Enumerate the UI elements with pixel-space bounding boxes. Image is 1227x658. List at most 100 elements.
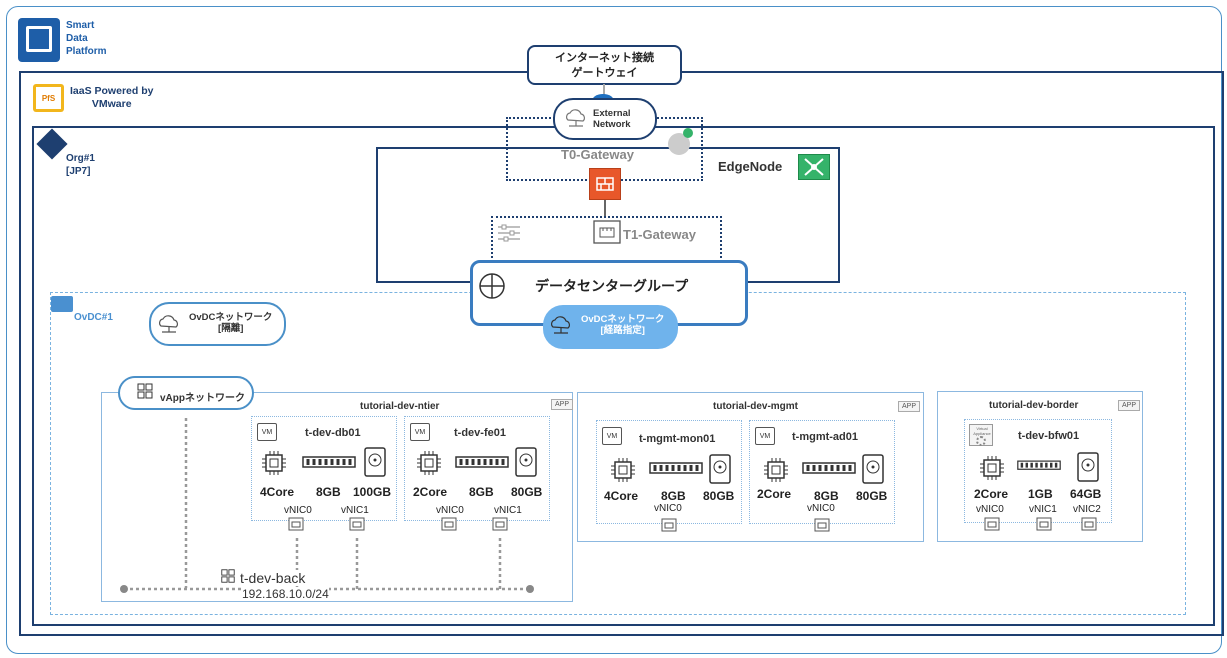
vapp-network-label: vAppネットワーク — [160, 393, 245, 404]
nic-label: vNIC0 — [976, 504, 1004, 515]
nic-port-icon — [661, 518, 677, 532]
vm-t-mgmt-mon01: VM t-mgmt-mon01 4Core 8GB 80GB vNIC0 — [596, 420, 742, 524]
disk-icon — [1077, 452, 1099, 482]
memory-spec: 8GB — [316, 485, 341, 499]
vm-icon: VM — [602, 427, 622, 445]
disk-spec: 100GB — [353, 485, 392, 499]
nic-port-icon — [984, 517, 1000, 531]
t0-t1-link — [604, 200, 606, 218]
app-badge: APP — [551, 399, 574, 410]
memory-spec: 8GB — [661, 489, 686, 503]
memory-icon — [302, 456, 356, 468]
network-cloud-icon — [566, 109, 585, 127]
cpu-icon — [611, 458, 635, 482]
vapp-title: tutorial-dev-border — [989, 400, 1079, 411]
t1-switch-icon — [498, 224, 520, 242]
ovdc-network-routed: OvDCネットワーク[経路指定] — [543, 305, 678, 349]
vm-icon: VM — [410, 423, 430, 441]
app-badge: APP — [898, 401, 921, 412]
vm-name: t-mgmt-ad01 — [792, 431, 859, 443]
memory-icon — [649, 462, 703, 474]
t1-router-icon — [593, 220, 621, 244]
edge-node-icon — [798, 154, 830, 180]
datacenter-group-icon — [479, 273, 505, 299]
gateway-connector — [603, 84, 605, 96]
nic-port-icon — [349, 517, 365, 531]
vm-icon: VM — [257, 423, 277, 441]
cpu-spec: 4Core — [604, 489, 639, 503]
vm-name: t-dev-fe01 — [454, 427, 506, 439]
vm-name: t-dev-db01 — [305, 427, 361, 439]
vapp-network-icon — [137, 383, 153, 399]
vm-t-dev-db01: VM t-dev-db01 4Core 8GB 100GB vNIC0 vNIC… — [251, 416, 397, 521]
nic-label: vNIC0 — [654, 503, 682, 514]
nic-label: vNIC1 — [494, 505, 522, 516]
disk-spec: 80GB — [703, 489, 735, 503]
nic-port-icon — [1081, 517, 1097, 531]
nic-port-icon — [814, 518, 830, 532]
disk-icon — [709, 454, 731, 484]
cpu-icon — [764, 458, 788, 482]
disk-spec: 64GB — [1070, 487, 1102, 501]
nic-port-icon — [492, 517, 508, 531]
memory-spec: 8GB — [814, 489, 839, 503]
ovdc-label: OvDC#1 — [74, 312, 113, 323]
nic-label: vNIC2 — [1073, 504, 1101, 515]
disk-icon — [515, 447, 537, 477]
nic-label: vNIC1 — [1029, 504, 1057, 515]
sdp-logo-icon — [18, 18, 60, 62]
nic-label: vNIC0 — [284, 505, 312, 516]
vm-icon: VM — [755, 427, 775, 445]
cpu-spec: 2Core — [757, 487, 792, 501]
sdp-frame — [6, 6, 1222, 654]
memory-spec: 1GB — [1028, 487, 1053, 501]
cpu-icon — [262, 451, 286, 475]
network-cloud-icon — [159, 315, 178, 333]
firewall-icon — [589, 168, 621, 200]
vm-t-mgmt-ad01: VM t-mgmt-ad01 2Core 8GB 80GB vNIC0 — [749, 420, 895, 524]
edge-node-label: EdgeNode — [718, 159, 783, 174]
backnet-icon — [221, 569, 235, 583]
backnet-name: t-dev-back — [240, 570, 306, 586]
vapp-title: tutorial-dev-mgmt — [713, 401, 798, 412]
org-label: Org#1[JP7] — [66, 153, 95, 177]
ovdc-icon — [51, 296, 73, 312]
nic-port-icon — [441, 517, 457, 531]
vm-name: t-mgmt-mon01 — [639, 433, 716, 445]
disk-spec: 80GB — [511, 485, 543, 499]
memory-icon — [455, 456, 509, 468]
memory-icon — [802, 462, 856, 474]
vapp-network-pill: vAppネットワーク — [118, 376, 254, 410]
nic-label: vNIC0 — [436, 505, 464, 516]
network-cloud-icon — [551, 316, 570, 334]
internet-gateway-box: インターネット接続ゲートウェイ — [527, 45, 682, 85]
nic-port-icon — [288, 517, 304, 531]
cpu-icon — [980, 456, 1004, 480]
datacenter-group-label: データセンターグループ — [535, 278, 689, 294]
disk-icon — [862, 454, 884, 484]
nic-label: vNIC1 — [341, 505, 369, 516]
vm-name: t-dev-bfw01 — [1018, 430, 1080, 442]
t0-router-icon — [668, 128, 693, 155]
iaas-logo-icon: PfS — [33, 84, 64, 112]
nic-port-icon — [1036, 517, 1052, 531]
t0-gateway-label: T0-Gateway — [561, 147, 634, 162]
cpu-spec: 2Core — [413, 485, 448, 499]
vm-t-dev-bfw01: Virtual Appliance t-dev-bfw01 2Core 1GB … — [964, 419, 1112, 523]
app-badge: APP — [1118, 400, 1141, 411]
ovdc-network-isolated: OvDCネットワーク[隔離] — [149, 302, 286, 346]
memory-spec: 8GB — [469, 485, 494, 499]
cpu-icon — [417, 451, 441, 475]
cpu-spec: 4Core — [260, 485, 295, 499]
vapp-title: tutorial-dev-ntier — [360, 401, 440, 412]
disk-icon — [364, 447, 386, 477]
memory-icon — [1017, 460, 1061, 470]
backnet-cidr: 192.168.10.0/24 — [242, 587, 329, 601]
t-dev-back-network-lines — [120, 418, 534, 593]
nic-label: vNIC0 — [807, 503, 835, 514]
virtual-appliance-icon: Virtual Appliance — [969, 424, 993, 446]
disk-spec: 80GB — [856, 489, 888, 503]
